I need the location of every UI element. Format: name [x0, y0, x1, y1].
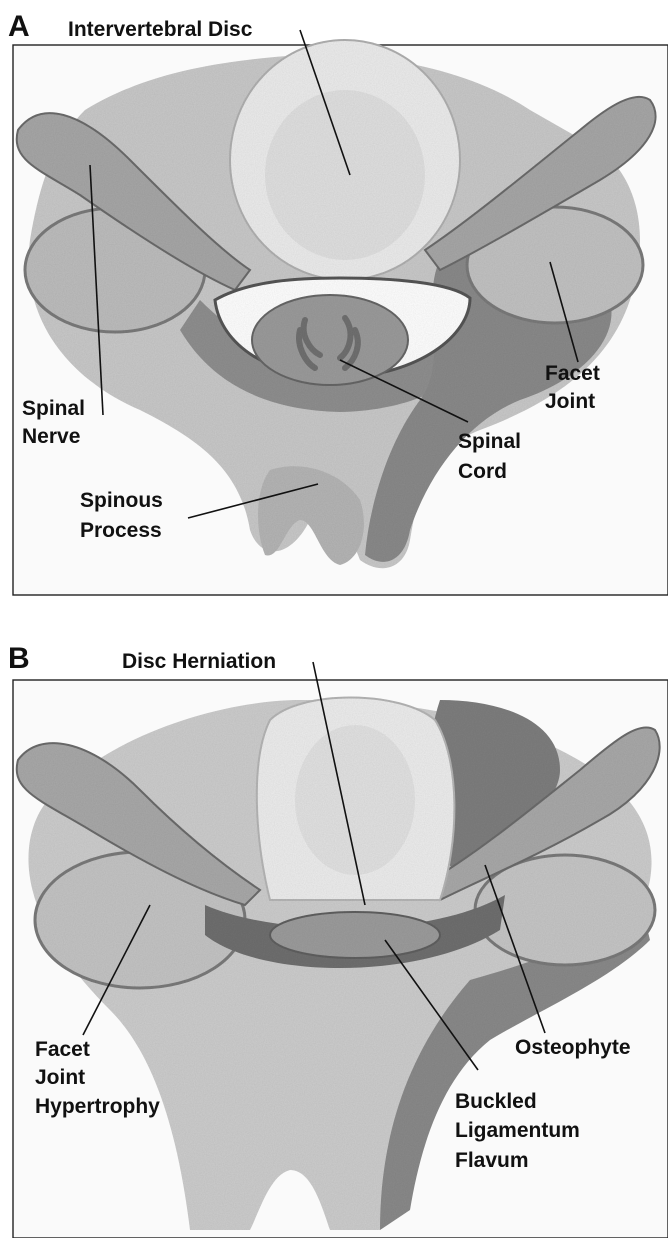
panel-a-cord-label-1: Spinal [458, 430, 521, 453]
panel-b-facet-label-2: Joint [35, 1066, 85, 1089]
panel-a-nerve-label-1: Spinal [22, 397, 85, 420]
panel-a-spinous-label-2: Process [80, 519, 162, 542]
panel-b-ligamentum-label-2: Ligamentum [455, 1119, 580, 1142]
panel-a-facet-label-2: Joint [545, 390, 595, 413]
panel-a-nerve-label-2: Nerve [22, 425, 80, 448]
panel-a-disc-label: Intervertebral Disc [68, 18, 253, 41]
panel-b-letter: B [8, 642, 30, 675]
panel-a-spinal-cord [252, 295, 408, 385]
panel-b-facet-label-1: Facet [35, 1038, 90, 1061]
panel-b-osteophyte-label: Osteophyte [515, 1036, 631, 1059]
panel-a-facet-label-1: Facet [545, 362, 600, 385]
panel-b: B Disc Herniati [8, 642, 668, 1238]
panel-a-disc-nucleus [265, 90, 425, 260]
panel-a-cord-label-2: Cord [458, 460, 507, 483]
panel-b-spinal-cord [270, 912, 440, 958]
panel-b-ligamentum-label-3: Flavum [455, 1149, 529, 1172]
panel-a: A [8, 10, 668, 595]
panel-b-ligamentum-label-1: Buckled [455, 1090, 537, 1113]
panel-a-spinous-label-1: Spinous [80, 489, 163, 512]
panel-a-letter: A [8, 10, 30, 43]
panel-b-facet-label-3: Hypertrophy [35, 1095, 160, 1118]
panel-b-herniation-label: Disc Herniation [122, 650, 276, 673]
panel-b-disc-nucleus [295, 725, 415, 875]
